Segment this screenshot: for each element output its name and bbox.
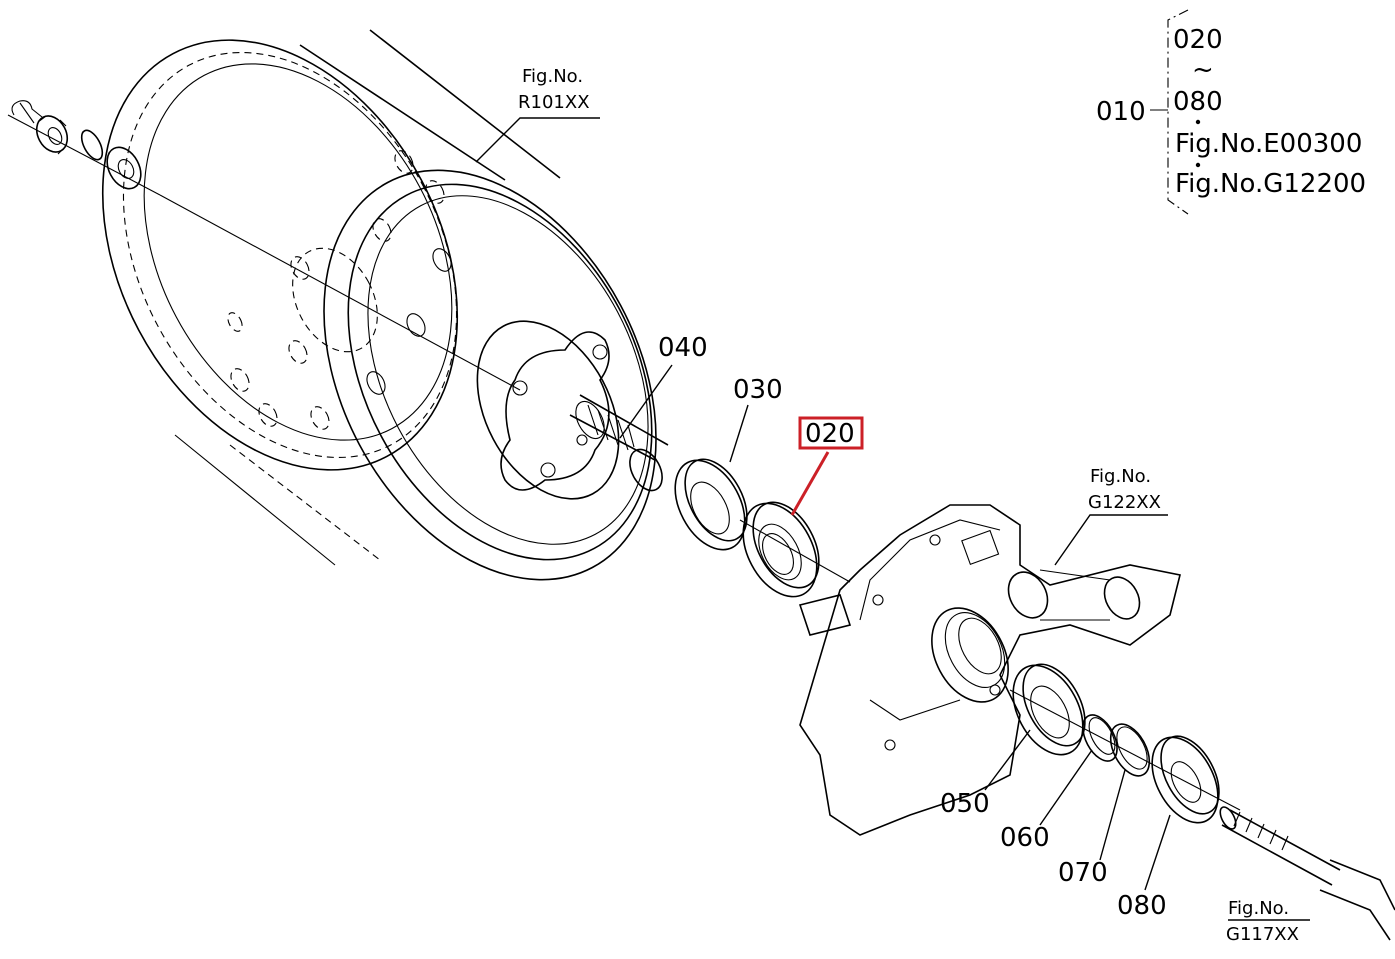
bearing-020 xyxy=(742,501,820,598)
highlight-box-020 xyxy=(798,416,864,450)
assembly-ref-1[interactable]: Fig.No.E00300 xyxy=(1175,129,1362,159)
fig-ref-axle-line1: Fig.No. xyxy=(1228,898,1289,919)
assembly-range-end[interactable]: 080 xyxy=(1173,87,1223,117)
ring-070 xyxy=(1109,723,1151,777)
callout-070[interactable]: 070 xyxy=(1058,858,1108,888)
bracket-dot-2 xyxy=(1195,162,1201,168)
assembly-range-start[interactable]: 020 xyxy=(1173,25,1223,55)
oil-seal-030 xyxy=(674,458,748,551)
axle-shaft xyxy=(1009,689,1395,941)
bearing-050 xyxy=(1012,663,1086,756)
hardware-stack xyxy=(7,100,161,196)
highlight-leader-020 xyxy=(790,451,830,516)
fig-ref-knuckle-line1: Fig.No. xyxy=(1090,466,1151,487)
callout-050[interactable]: 050 xyxy=(940,789,990,819)
callout-030[interactable]: 030 xyxy=(733,375,783,405)
assembly-parent-010[interactable]: 010 xyxy=(1096,97,1146,127)
callout-040[interactable]: 040 xyxy=(658,333,708,363)
bracket-dot-1 xyxy=(1195,119,1201,125)
fig-ref-rim-line1: Fig.No. xyxy=(522,66,583,87)
fig-ref-rim-line2[interactable]: R101XX xyxy=(518,92,590,113)
callout-060[interactable]: 060 xyxy=(1000,823,1050,853)
callout-020[interactable]: 020 xyxy=(805,419,855,449)
hub-flange-040 xyxy=(476,320,669,500)
assembly-range-tilde: ~ xyxy=(1192,55,1214,85)
assembly-bracket: 010 020 ~ 080 Fig.No.E00300 Fig.No.G1220… xyxy=(1096,9,1366,215)
oil-seal-080 xyxy=(1151,735,1220,824)
fig-ref-knuckle-line2[interactable]: G122XX xyxy=(1088,492,1161,513)
fig-ref-axle-line2[interactable]: G117XX xyxy=(1226,924,1299,945)
callout-080[interactable]: 080 xyxy=(1117,891,1167,921)
wheel-rim xyxy=(101,29,657,581)
knuckle-housing xyxy=(798,504,1181,836)
assembly-ref-2[interactable]: Fig.No.G12200 xyxy=(1175,169,1366,199)
